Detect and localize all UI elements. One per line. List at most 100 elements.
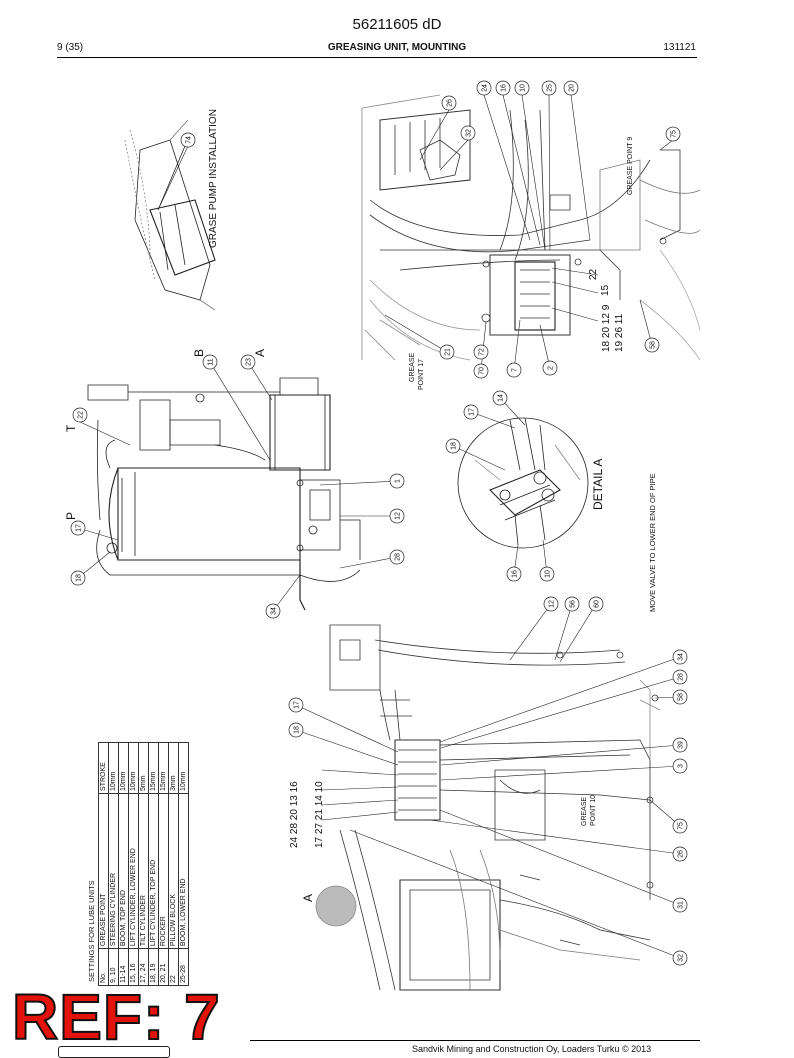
callout-bubbles <box>70 80 688 966</box>
label-a-top: A <box>253 349 267 357</box>
table-row: 22 PILLOW BLOCK 3mm <box>168 742 179 986</box>
row-stroke: 10mm <box>118 742 129 794</box>
callout-28-bottom: 28 <box>678 673 685 681</box>
callout-26: 26 <box>447 99 454 107</box>
label-grase-pump-installation: GRASE PUMP INSTALLATION <box>208 109 219 248</box>
row-no: 25-28 <box>178 948 189 986</box>
ref-stamp: REF: 7 <box>11 981 221 1053</box>
settings-header-row: No. GREASE POINT STROKE <box>98 742 109 986</box>
label-p: P <box>64 512 78 520</box>
lube-settings-table: SETTINGS FOR LUBE UNITS No. GREASE POINT… <box>86 742 189 986</box>
table-row: 17, 24 TILT CYLINDER 5mm <box>138 742 149 986</box>
valve-number-row3: 18 20 12 9 <box>601 304 612 352</box>
label-a-bottom: A <box>301 894 315 902</box>
callout-24: 24 <box>482 84 489 92</box>
row-no: 18, 19 <box>148 948 159 986</box>
pump-assembly-view <box>87 377 361 611</box>
machine-top-right-view <box>361 94 701 361</box>
grease-pump-installation-view <box>124 119 216 311</box>
row-grease-point: LIFT CYLINDER, LOWER END <box>128 793 139 949</box>
label-t: T <box>64 424 78 432</box>
callout-numbers: 74 26 32 24 16 10 25 20 75 21 70 72 7 2 … <box>76 84 685 962</box>
row-no: 11-14 <box>118 948 129 986</box>
label-detail-a: DETAIL A <box>591 459 605 510</box>
callout-75: 75 <box>671 130 678 138</box>
row-grease-point: STEERING CYLINDER <box>108 793 119 949</box>
label-grease-point-10-line2: POINT 10 <box>590 795 597 826</box>
label-grease-point-9: GREASE POINT 9 <box>627 137 634 195</box>
callout-60: 60 <box>594 600 601 608</box>
document-number: 56211605 dD <box>352 16 442 33</box>
leader-lines <box>77 94 681 959</box>
callout-21: 21 <box>445 348 452 356</box>
callout-10: 10 <box>520 84 527 92</box>
callout-72: 72 <box>479 348 486 356</box>
lower-valve-number-row2: 17 27 21 14 10 <box>314 781 325 848</box>
table-row: 18, 19 LIFT CYLINDER, TOP END 15mm <box>148 742 159 986</box>
footer-divider <box>250 1040 700 1041</box>
page-title: GREASING UNIT, MOUNTING <box>327 42 467 53</box>
valve-number-row1: 22 <box>588 268 599 280</box>
row-no: 20, 21 <box>158 948 169 986</box>
callout-70: 70 <box>479 367 486 375</box>
callout-74: 74 <box>186 136 193 144</box>
callout-75-bottom: 75 <box>678 822 685 830</box>
table-row: 25-28 BOOM, LOWER END 10mm <box>178 742 189 986</box>
row-grease-point: TILT CYLINDER <box>138 793 149 949</box>
callout-34-bottom: 34 <box>678 653 685 661</box>
settings-grid: No. GREASE POINT STROKE 9, 10 STEERING C… <box>98 742 189 986</box>
callout-17-bottom: 17 <box>294 701 301 709</box>
row-stroke: 10mm <box>108 742 119 794</box>
brand-logo <box>58 1046 170 1058</box>
label-grease-point-17-line1: GREASE <box>409 352 416 382</box>
callout-10-detail: 10 <box>545 570 552 578</box>
label-grease-point-10-line1: GREASE <box>581 796 588 826</box>
callout-58-bottom: 58 <box>678 693 685 701</box>
label-grease-point-17-line2: POINT 17 <box>418 359 425 390</box>
row-no: 9, 10 <box>108 948 119 986</box>
row-stroke: 15mm <box>158 742 169 794</box>
row-no: 15, 16 <box>128 948 139 986</box>
footer-copyright: Sandvik Mining and Construction Oy, Load… <box>412 1044 652 1054</box>
callout-56: 56 <box>570 600 577 608</box>
callout-26-bottom: 26 <box>678 850 685 858</box>
label-b: B <box>192 349 206 357</box>
callout-12: 12 <box>395 512 402 520</box>
callout-25: 25 <box>547 84 554 92</box>
row-grease-point: ROCKER <box>158 793 169 949</box>
row-grease-point: BOOM, TOP END <box>118 793 129 949</box>
settings-title: SETTINGS FOR LUBE UNITS <box>87 880 96 982</box>
row-grease-point: PILLOW BLOCK <box>168 793 179 949</box>
callout-18-detail: 18 <box>451 442 458 450</box>
callout-18: 18 <box>76 574 83 582</box>
table-row: 11-14 BOOM, TOP END 10mm <box>118 742 129 986</box>
header-stroke: STROKE <box>98 742 109 794</box>
callout-32-bottom: 32 <box>678 954 685 962</box>
callout-34: 34 <box>271 607 278 615</box>
header-no: No. <box>98 948 109 986</box>
row-grease-point: BOOM, LOWER END <box>178 793 189 949</box>
valve-number-row4: 19 26 11 <box>614 313 625 352</box>
callout-17-detail: 17 <box>469 408 476 416</box>
table-row: 9, 10 STEERING CYLINDER 10mm <box>108 742 119 986</box>
lower-valve-number-row1: 24 28 20 13 16 <box>289 781 300 848</box>
row-grease-point: LIFT CYLINDER, TOP END <box>148 793 159 949</box>
detail-a-view <box>457 417 589 549</box>
row-stroke: 5mm <box>138 742 149 794</box>
callout-31: 31 <box>678 901 685 909</box>
callout-14: 14 <box>498 394 505 402</box>
row-no: 17, 24 <box>138 948 149 986</box>
callout-18-bottom: 18 <box>294 726 301 734</box>
document-date: 131121 <box>663 42 696 53</box>
callout-58: 58 <box>650 341 657 349</box>
lube-settings-table-rotated: SETTINGS FOR LUBE UNITS No. GREASE POINT… <box>86 742 189 986</box>
table-row: 15, 16 LIFT CYLINDER, LOWER END 10mm <box>128 742 139 986</box>
machine-bottom-view <box>315 624 661 991</box>
callout-7: 7 <box>512 368 519 372</box>
row-stroke: 10mm <box>128 742 139 794</box>
table-row: 20, 21 ROCKER 15mm <box>158 742 169 986</box>
callout-39: 39 <box>678 741 685 749</box>
callout-16-detail: 16 <box>512 570 519 578</box>
valve-number-row2: 15 <box>600 284 611 296</box>
callout-17: 17 <box>76 524 83 532</box>
